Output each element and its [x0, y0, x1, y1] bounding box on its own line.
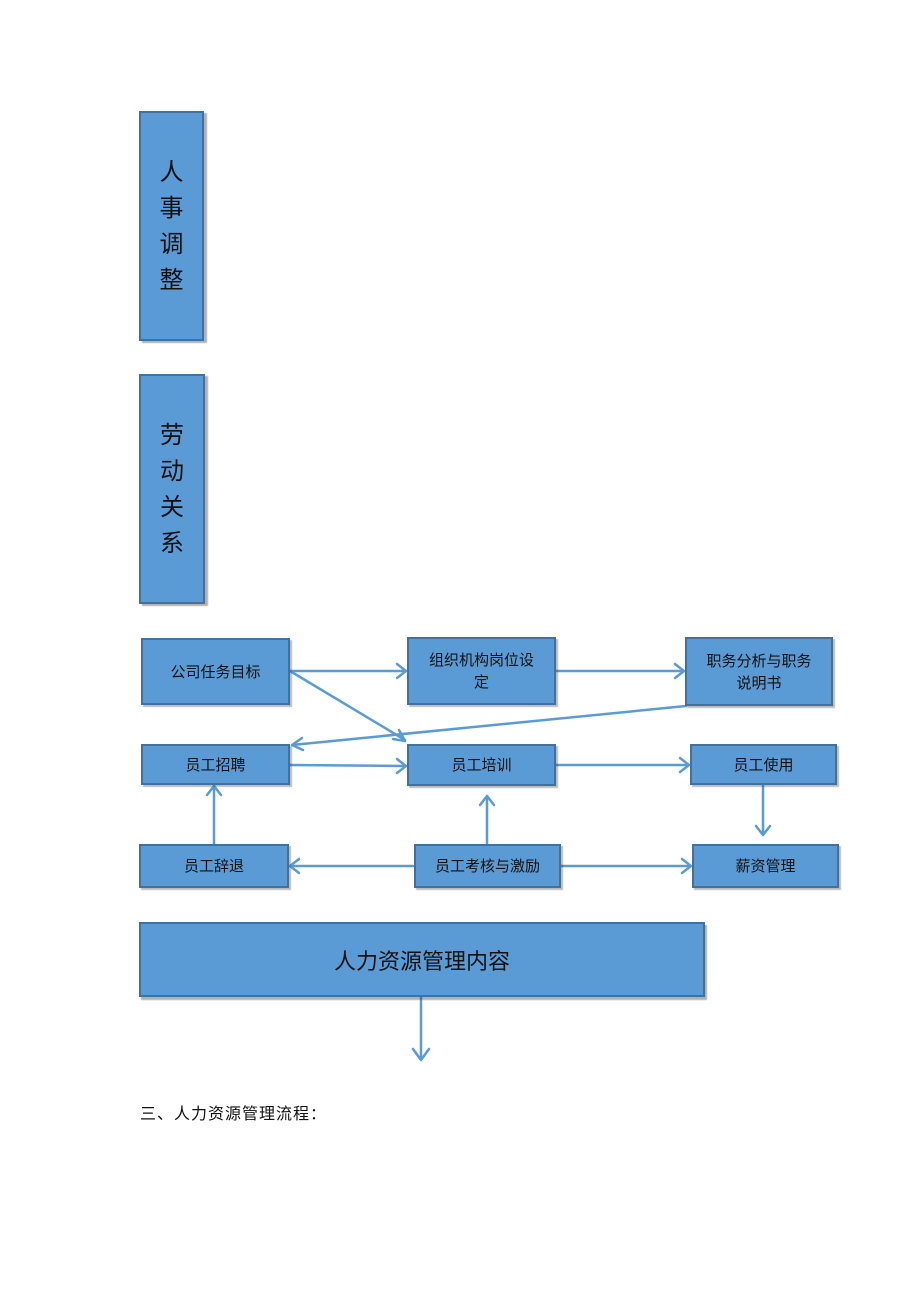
job-analysis-label-line2: 说明书: [736, 673, 782, 692]
labor-relations-char: 关: [160, 493, 184, 521]
personnel-adjustment-char: 整: [159, 266, 184, 294]
arrowhead: [478, 794, 496, 807]
appraisal-label: 员工考核与激励: [434, 857, 540, 875]
arrowhead: [395, 757, 408, 775]
arrowhead: [673, 662, 686, 680]
arrowhead: [678, 756, 691, 774]
arrow-recruitment-to-training: [288, 763, 407, 768]
job-analysis-box: 职务分析与职务 说明书: [685, 637, 833, 706]
personnel-adjustment-char: 事: [159, 194, 184, 222]
arrow-jobanalysis-to-recruitment: [290, 704, 688, 747]
personnel-adjustment-char: 调: [159, 230, 184, 258]
personnel-adjustment-box: 人 事 调 整: [139, 111, 204, 341]
hr-content-box: 人力资源管理内容: [139, 922, 705, 997]
arrowhead: [205, 784, 223, 797]
dismissal-box: 员工辞退: [139, 844, 289, 888]
training-box: 员工培训: [407, 744, 556, 786]
arrowhead: [680, 857, 693, 875]
arrowhead: [411, 1047, 431, 1062]
org-position-label-line2: 定: [473, 673, 489, 691]
labor-relations-box: 劳 动 关 系: [139, 374, 205, 604]
hr-content-label: 人力资源管理内容: [333, 949, 510, 975]
salary-box: 薪资管理: [692, 844, 839, 888]
org-position-box: 组织机构岗位设 定: [407, 637, 556, 705]
deployment-box: 员工使用: [690, 744, 837, 785]
company-goal-label: 公司任务目标: [170, 662, 261, 681]
labor-relations-char: 劳: [160, 421, 184, 449]
appraisal-box: 员工考核与激励: [414, 844, 561, 888]
arrowhead: [754, 824, 772, 837]
salary-label: 薪资管理: [735, 857, 796, 875]
section-caption: 三、人力资源管理流程：: [140, 1104, 328, 1123]
deployment-label: 员工使用: [733, 755, 794, 774]
recruitment-box: 员工招聘: [141, 744, 290, 785]
dismissal-label: 员工辞退: [183, 857, 244, 875]
arrowhead: [288, 857, 301, 875]
job-analysis-label-line1: 职务分析与职务: [706, 651, 812, 670]
org-position-label-line1: 组织机构岗位设: [428, 651, 534, 669]
labor-relations-char: 系: [160, 529, 184, 557]
recruitment-label: 员工招聘: [185, 755, 246, 774]
company-goal-box: 公司任务目标: [141, 638, 290, 705]
arrowhead: [395, 662, 408, 680]
arrow-goal-to-training: [288, 669, 407, 742]
arrowhead: [290, 736, 305, 752]
personnel-adjustment-char: 人: [159, 158, 184, 186]
training-label: 员工培训: [451, 756, 512, 774]
labor-relations-char: 动: [160, 457, 184, 485]
